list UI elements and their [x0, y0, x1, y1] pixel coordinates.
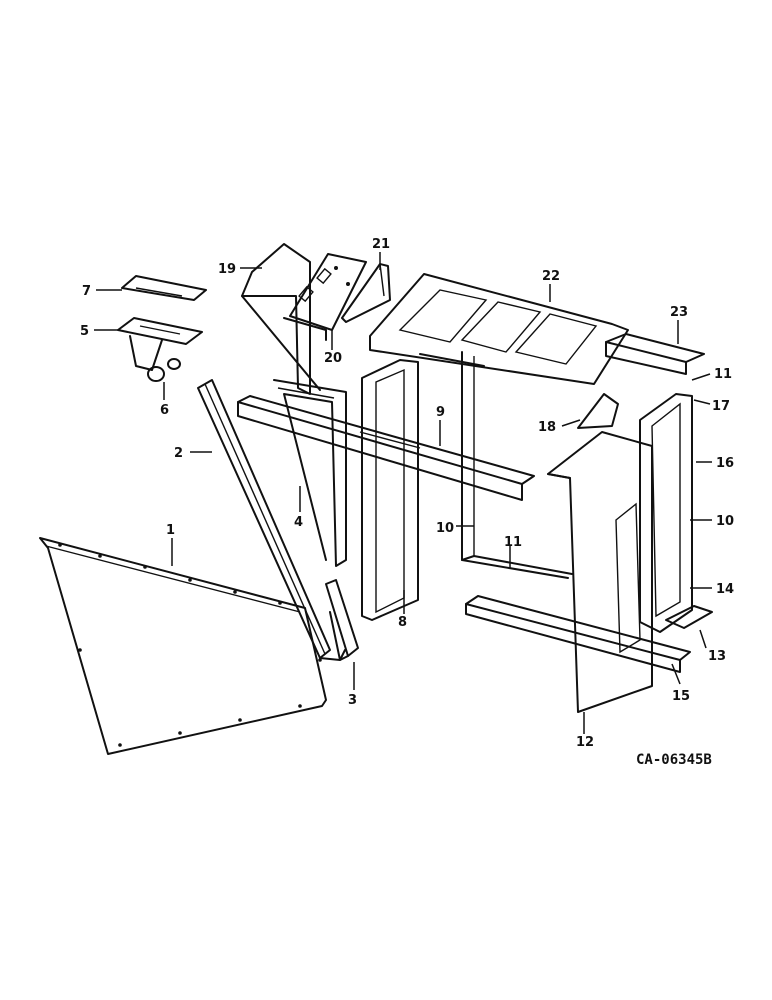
callout-10-right: 10 — [716, 514, 734, 529]
callout-16: 16 — [716, 456, 734, 471]
callout-2: 2 — [174, 446, 183, 461]
part-22-top-frame — [369, 273, 629, 385]
callout-20: 20 — [324, 351, 342, 366]
part-21-angle-bracket — [341, 263, 391, 323]
part-3-bracket — [325, 579, 359, 661]
callout-7: 7 — [82, 284, 91, 299]
callout-19: 19 — [218, 262, 236, 277]
callout-6: 6 — [160, 403, 169, 418]
callout-15: 15 — [672, 689, 690, 704]
part-16-right-frame — [639, 393, 693, 633]
part-2-angle-strip — [197, 379, 346, 661]
callout-5: 5 — [80, 324, 89, 339]
callout-11-upper: 11 — [714, 367, 732, 382]
callout-9: 9 — [436, 405, 445, 420]
callout-11-lower: 11 — [504, 535, 522, 550]
callout-8: 8 — [398, 615, 407, 630]
part-6-bushings — [147, 358, 181, 382]
leader-lines — [94, 252, 712, 734]
part-1-side-panel — [39, 537, 327, 755]
part-15-rail — [465, 595, 691, 673]
callout-18: 18 — [538, 420, 556, 435]
callout-3: 3 — [348, 693, 357, 708]
callouts: 1 2 3 4 5 6 7 8 9 10 10 11 11 12 13 14 1… — [80, 237, 734, 750]
callout-1: 1 — [166, 523, 175, 538]
part-18-gusset — [577, 393, 619, 429]
callout-4: 4 — [294, 515, 303, 530]
callout-22: 22 — [542, 269, 560, 284]
callout-23: 23 — [670, 305, 688, 320]
part-7-plate — [121, 275, 207, 301]
part-23-angle-bar — [605, 333, 705, 375]
part-19-tall-panel — [241, 243, 321, 395]
part-9-cross-member — [237, 395, 535, 501]
part-4-support — [273, 379, 347, 567]
part-5-bracket-plate — [117, 317, 203, 371]
drawing-reference-code: CA-06345B — [636, 752, 712, 768]
part-13-base-plate — [665, 605, 713, 629]
part-8-frame — [361, 359, 419, 621]
part-12-side-panel — [547, 431, 653, 713]
part-11-lower-rail — [461, 555, 573, 575]
part-20-mounting-plate — [283, 253, 367, 341]
callout-21: 21 — [372, 237, 390, 252]
callout-13: 13 — [708, 649, 726, 664]
callout-14: 14 — [716, 582, 734, 597]
callout-10-inner: 10 — [436, 521, 454, 536]
callout-17: 17 — [712, 399, 730, 414]
callout-12: 12 — [576, 735, 594, 750]
